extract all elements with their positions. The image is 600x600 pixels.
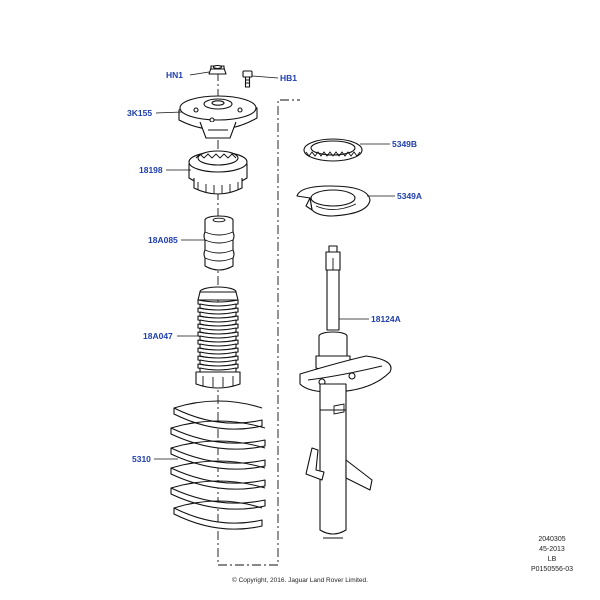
copyright-notice: © Copyright, 2016. Jaguar Land Rover Lim…	[232, 576, 368, 584]
label-bolt: HB1	[280, 73, 297, 83]
label-strut: 18124A	[371, 314, 401, 324]
reference-block: 2040305 45-2013 LB P0150556-03	[531, 536, 573, 573]
spring-coil-back	[170, 420, 266, 429]
upper-insulator-part	[303, 138, 363, 162]
bolt-part	[242, 70, 253, 88]
spring-coil-back	[170, 480, 266, 489]
spring-coil-back	[170, 440, 266, 449]
nut-part	[208, 64, 227, 75]
label-lower-seat: 5349A	[397, 191, 422, 201]
ref-line-3: LB	[548, 556, 557, 563]
spring-coil	[170, 467, 266, 490]
label-upper-insulator: 5349B	[392, 139, 417, 149]
label-nut: HN1	[166, 70, 183, 80]
ref-line-4: P0150556-03	[531, 566, 573, 573]
label-top-mount: 3K155	[127, 108, 152, 118]
spring-coil-back	[173, 400, 263, 409]
ref-line-1: 2040305	[538, 536, 565, 543]
bump-stop-part	[203, 215, 235, 271]
spring-coil-back	[173, 500, 263, 509]
spring-coil	[170, 447, 266, 470]
ref-line-2: 45-2013	[539, 546, 565, 553]
spring-coil	[170, 487, 266, 510]
callout-labels: HN1 HB1 3K155 18198 18A085 18A047 5310 5…	[127, 70, 422, 464]
bearing-part	[188, 150, 248, 195]
top-mount-part	[178, 95, 258, 139]
spring-coil	[170, 427, 266, 450]
coil-spring-part	[170, 400, 266, 530]
spring-coil-back	[170, 460, 266, 469]
leader-lines	[154, 71, 395, 460]
label-coil-spring: 5310	[132, 454, 151, 464]
label-dust-boot: 18A047	[143, 331, 173, 341]
label-bump-stop: 18A085	[148, 235, 178, 245]
dust-boot-part	[195, 286, 241, 389]
spring-coil	[173, 507, 263, 530]
lower-seat-part	[296, 185, 371, 217]
strut-part	[299, 245, 392, 539]
label-bearing: 18198	[139, 165, 163, 175]
